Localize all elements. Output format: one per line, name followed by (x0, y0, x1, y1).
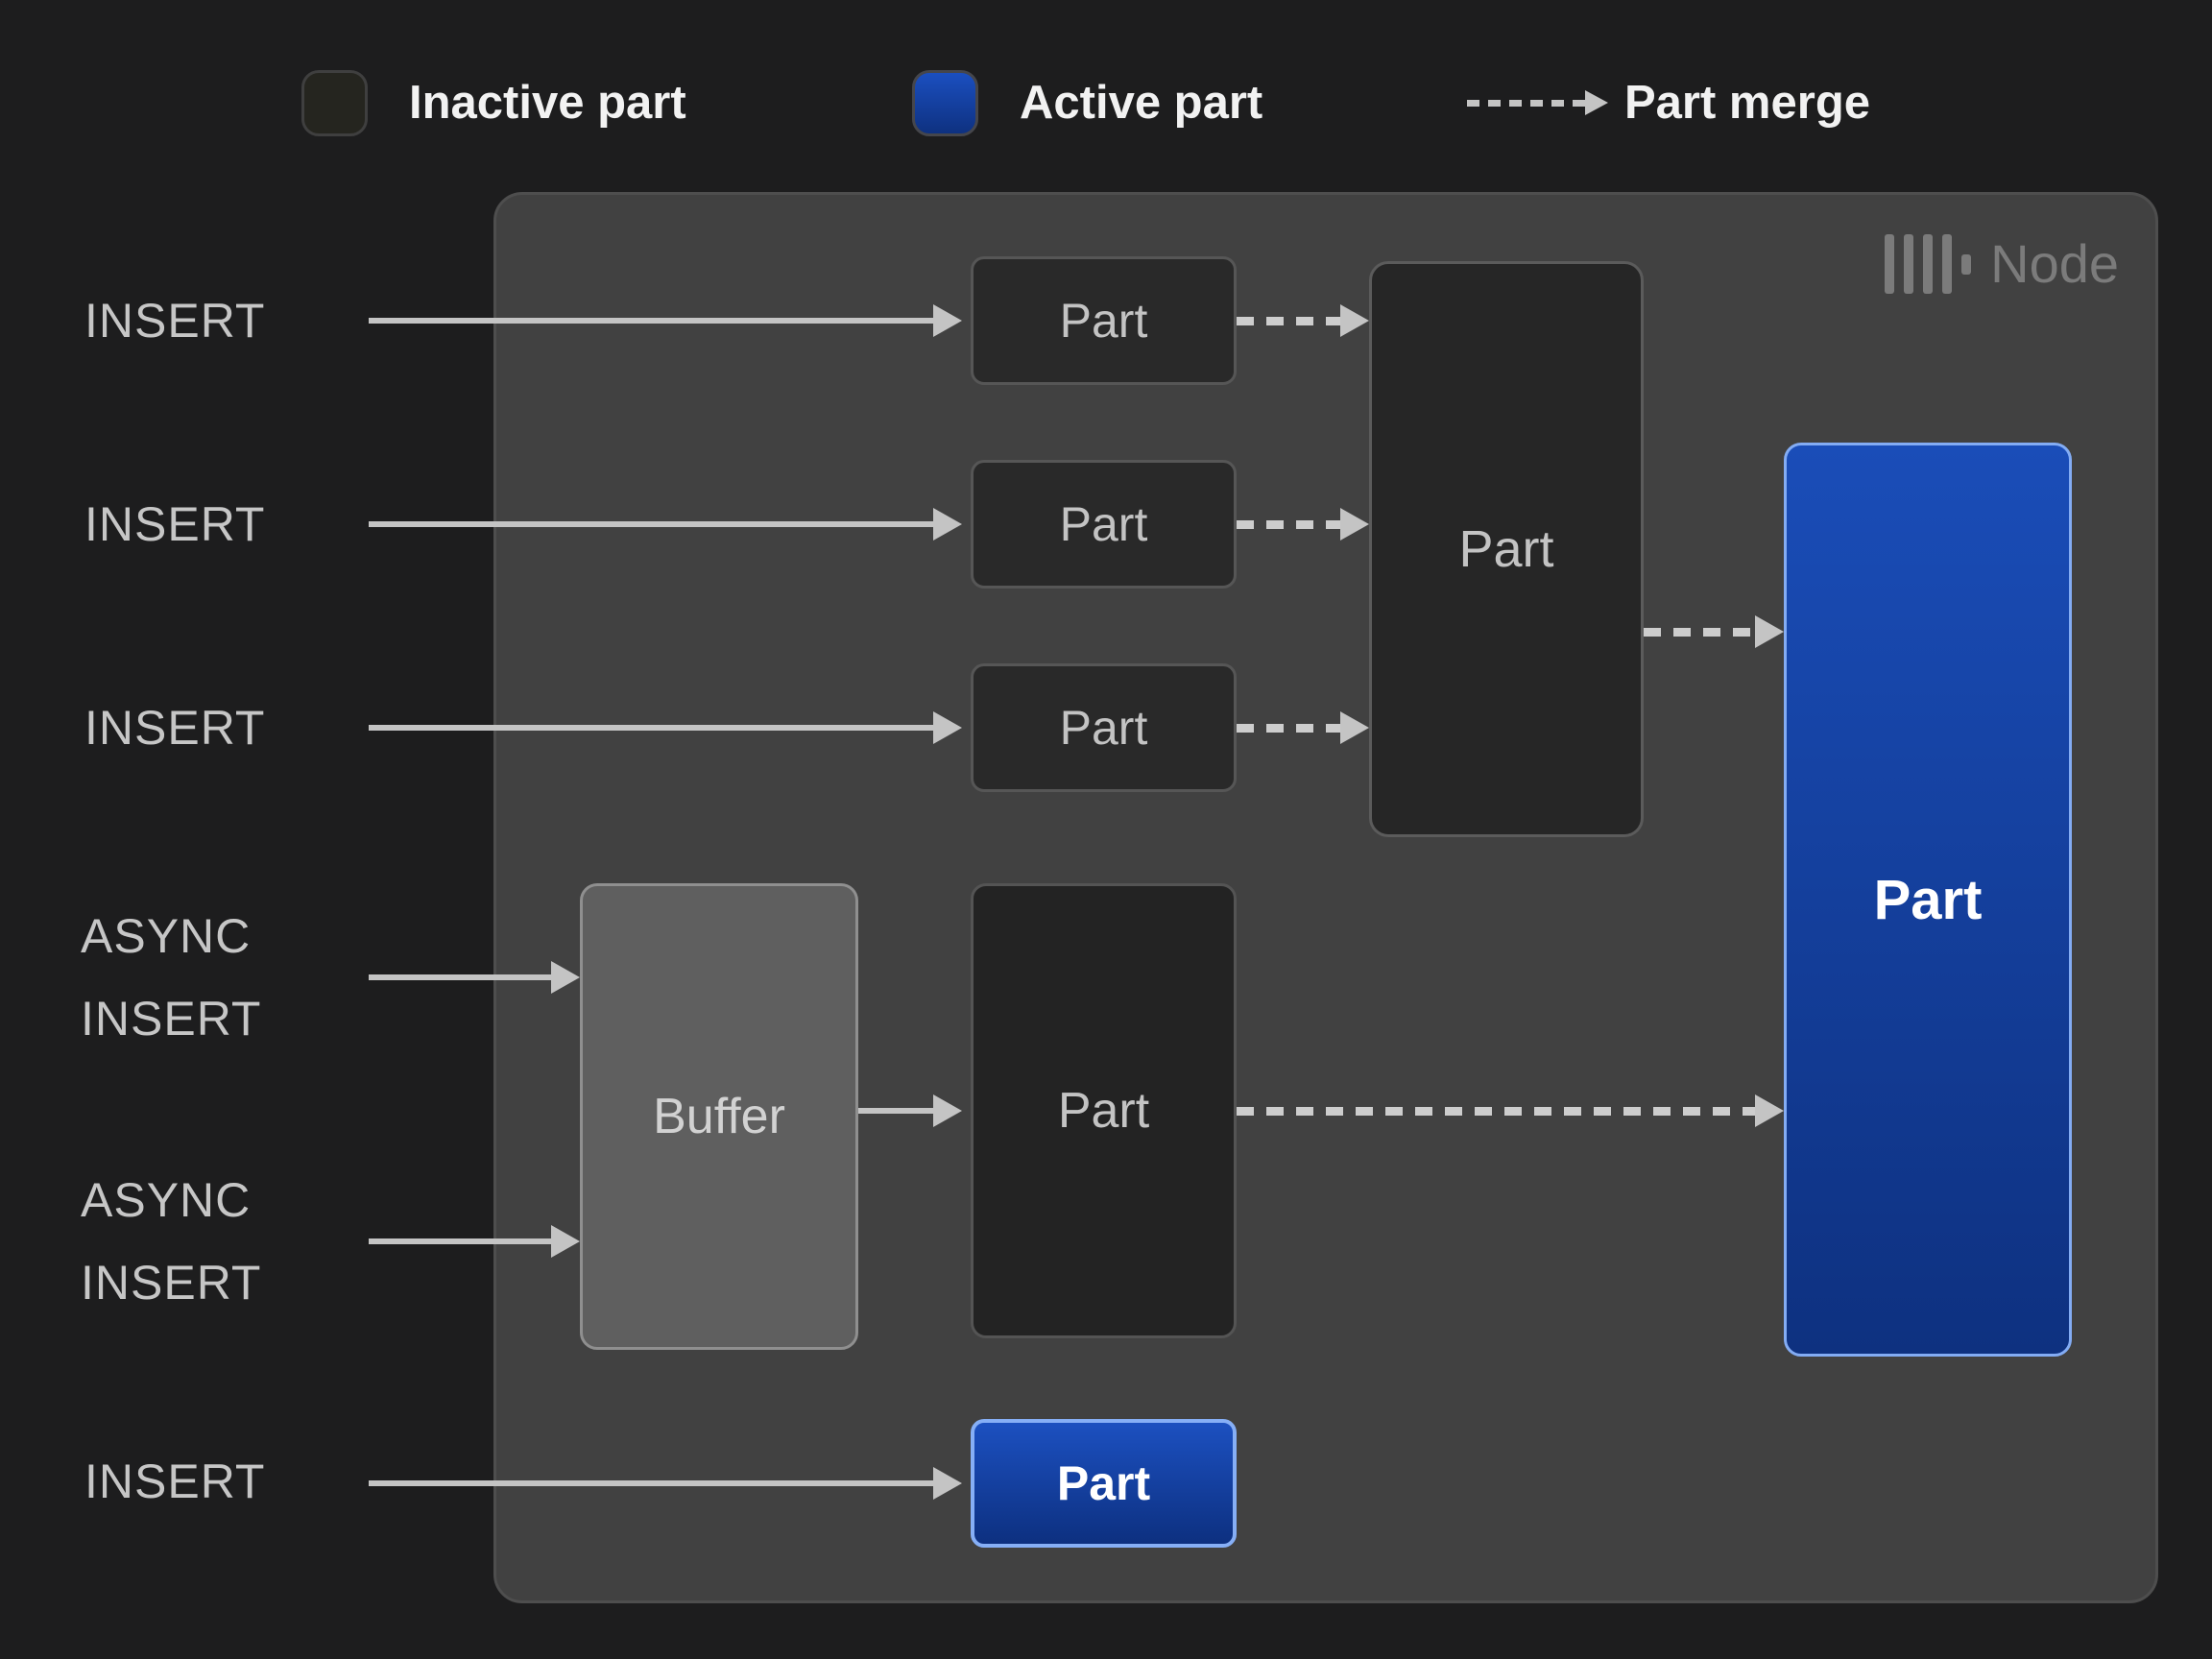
part-box-3: Part (971, 663, 1237, 792)
active-part-small-label: Part (1056, 1456, 1151, 1510)
buffered-part-label: Part (1057, 1083, 1150, 1139)
part-box-2-label: Part (1059, 497, 1148, 551)
insert-label-2: INSERT (84, 497, 266, 551)
merged-part-label: Part (1458, 520, 1554, 578)
active-part-box-small: Part (971, 1419, 1237, 1548)
async-insert-line1: ASYNC (81, 909, 252, 963)
buffer-box: Buffer (580, 883, 858, 1350)
merge-arrow-buffered-to-active (1237, 1094, 1784, 1127)
part-box-3-label: Part (1059, 701, 1148, 755)
async-insert-line2: INSERT (81, 1256, 262, 1310)
async-insert-label-1: ASYNC INSERT (81, 895, 261, 1060)
arrow-async-insert-1 (369, 961, 580, 994)
node-title: Node (1885, 233, 2119, 295)
insert-label-4: INSERT (84, 1455, 266, 1508)
active-part-box-large: Part (1784, 443, 2072, 1357)
insert-label-1: INSERT (84, 294, 266, 348)
async-insert-line2: INSERT (81, 992, 262, 1046)
part-merge-arrow-icon (1467, 90, 1608, 115)
arrowhead (1585, 90, 1608, 115)
arrow-buffer-to-part (858, 1094, 962, 1127)
part-box-2: Part (971, 460, 1237, 589)
legend-label-active: Active part (1020, 77, 1263, 129)
arrow-insert-2 (369, 508, 962, 541)
arrow-insert-4 (369, 1467, 962, 1500)
clickhouse-bars-icon (1885, 233, 1972, 295)
arrow-insert-3 (369, 711, 962, 744)
buffer-label: Buffer (653, 1089, 785, 1144)
insert-label-3: INSERT (84, 701, 266, 755)
active-part-swatch (912, 70, 978, 136)
merge-arrow-to-active (1644, 615, 1784, 648)
arrow-insert-1 (369, 304, 962, 337)
async-insert-label-2: ASYNC INSERT (81, 1159, 261, 1324)
merge-arrow-1 (1237, 304, 1369, 337)
active-part-large-label: Part (1873, 868, 1983, 931)
merge-arrow-3 (1237, 711, 1369, 744)
legend-label-merge: Part merge (1624, 77, 1871, 129)
legend-label-inactive: Inactive part (409, 77, 686, 129)
dashed-shaft (1467, 99, 1585, 107)
merged-part-box: Part (1369, 261, 1644, 837)
merge-arrow-2 (1237, 508, 1369, 541)
arrow-async-insert-2 (369, 1225, 580, 1258)
part-box-1: Part (971, 256, 1237, 385)
inactive-part-swatch (301, 70, 368, 136)
node-title-text: Node (1990, 233, 2119, 294)
async-insert-line1: ASYNC (81, 1173, 252, 1227)
part-box-1-label: Part (1059, 294, 1148, 348)
buffered-part-box: Part (971, 883, 1237, 1338)
